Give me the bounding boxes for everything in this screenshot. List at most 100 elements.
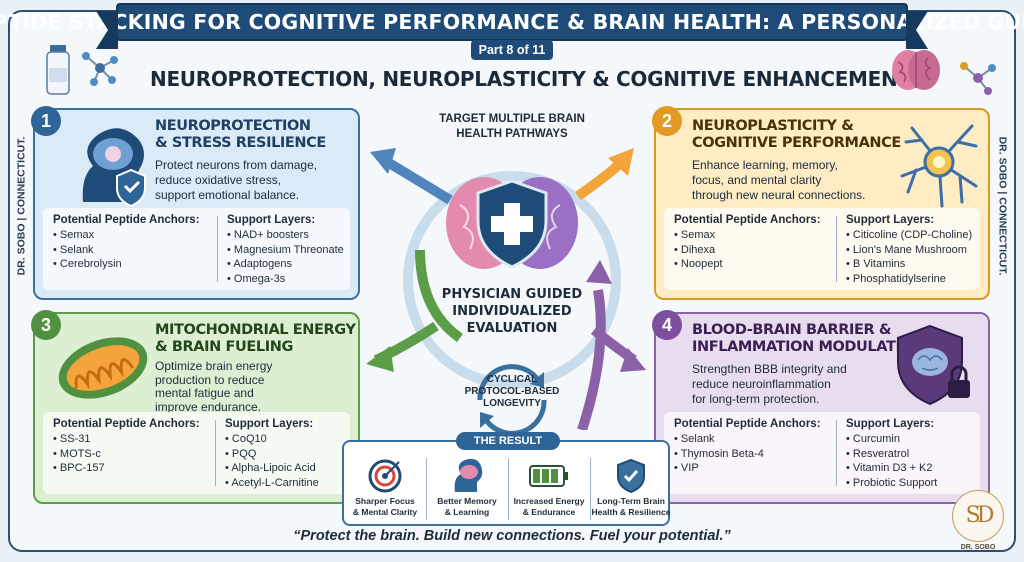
card-desc-line: reduce oxidative stress, (155, 173, 282, 187)
support-item: Resveratrol (846, 447, 937, 462)
anchor-item: Semax (674, 228, 821, 243)
anchor-item: Thymosin Beta-4 (674, 447, 821, 462)
card-desc-line: production to reduce (155, 372, 265, 387)
pathways-heading: TARGET MULTIPLE BRAIN HEALTH PATHWAYS (439, 113, 585, 140)
logo-name: DR. SOBO (960, 544, 996, 551)
card-desc-line: Protect neurons from damage, (155, 158, 318, 172)
support-item: Omega-3s (227, 272, 344, 287)
result-text: & Endurance (522, 506, 576, 517)
logo-monogram: SD (965, 503, 995, 528)
closing-quote: “Protect the brain. Build new connection… (293, 528, 731, 544)
card-desc-line: Enhance learning, memory, (692, 158, 838, 172)
main-title: PEPTIDE STACKING FOR COGNITIVE PERFORMAN… (0, 10, 1024, 34)
support-heading: Support Layers: (846, 214, 935, 226)
card-desc-line: reduce neuroinflammation (692, 377, 831, 391)
support-item: B Vitamins (846, 257, 972, 272)
card-title-line2: & STRESS RESILIENCE (155, 135, 326, 151)
main-title-banner: PEPTIDE STACKING FOR COGNITIVE PERFORMAN… (0, 3, 1024, 49)
result-text: Increased Energy (513, 496, 585, 506)
vial-icon (46, 45, 70, 95)
support-item: Adaptogens (227, 257, 344, 272)
section-subtitle: NEUROPROTECTION, NEUROPLASTICITY & COGNI… (150, 67, 911, 91)
support-item: Magnesium Threonate (227, 243, 344, 258)
card-desc-line: support emotional balance. (155, 188, 300, 202)
card-desc-line: Optimize brain energy (155, 359, 273, 373)
anchor-item: Selank (674, 432, 821, 447)
brain-icon (892, 50, 940, 90)
evaluation-text: PHYSICIAN GUIDED INDIVIDUALIZED EVALUATI… (441, 287, 583, 336)
neuron-icon (900, 124, 978, 208)
card-neuroplasticity: 2 NEUROPLASTICITY &COGNITIVE PERFORMANCE… (652, 106, 990, 300)
result-panel: THE RESULT Sharper Focus& Mental Clarity… (342, 432, 672, 526)
anchor-item: Selank (53, 243, 200, 258)
anchor-item: Dihexa (674, 243, 821, 258)
result-text: & Learning (444, 506, 490, 517)
support-item: Acetyl-L-Carnitine (225, 476, 318, 491)
result-text: & Mental Clarity (352, 506, 418, 517)
anchor-item: Noopept (674, 257, 821, 272)
card-details: Potential Peptide Anchors: Semax Dihexa … (664, 208, 980, 290)
brain-icon (454, 458, 483, 492)
support-heading: Support Layers: (846, 418, 935, 430)
card-number: 1 (31, 106, 61, 136)
support-heading: Support Layers: (227, 214, 316, 226)
result-text: Better Memory (437, 496, 497, 506)
anchor-item: BPC-157 (53, 461, 200, 476)
brain-shield-icon (446, 177, 578, 269)
card-mitochondrial-energy: 3 MITOCHONDRIAL ENERGY& BRAIN FUELING Op… (31, 310, 360, 504)
card-blood-brain-barrier: 4 BLOOD-BRAIN BARRIER &INFLAMMATION MODU… (652, 310, 990, 504)
cycle-arrows-icon (477, 364, 547, 436)
card-number: 3 (31, 310, 61, 340)
card-title-line1: BLOOD-BRAIN BARRIER & (692, 322, 892, 338)
support-item: Alpha-Lipoic Acid (225, 461, 319, 476)
anchors-heading: Potential Peptide Anchors: (53, 418, 200, 430)
brain-shield-icon (82, 128, 146, 208)
support-item: CoQ10 (225, 432, 319, 447)
support-item: Probiotic Support (846, 476, 937, 491)
card-title-line1: NEUROPROTECTION (155, 118, 311, 134)
card-details: Potential Peptide Anchors: Semax Selank … (43, 208, 350, 290)
card-title-line2: COGNITIVE PERFORMANCE (692, 135, 901, 151)
part-badge: Part 8 of 11 (471, 40, 553, 60)
card-desc-line: for long-term protection. (692, 392, 820, 406)
mitochondria-icon (58, 337, 148, 399)
anchors-heading: Potential Peptide Anchors: (53, 214, 200, 226)
result-item: Better Memory& Learning (426, 458, 508, 517)
pathway-arrows (366, 148, 646, 430)
card-title-line2: & BRAIN FUELING (155, 339, 293, 355)
anchor-item: Semax (53, 228, 200, 243)
card-details: Potential Peptide Anchors: SS-31 MOTS-c … (43, 412, 350, 494)
card-details: Potential Peptide Anchors: Selank Thymos… (664, 412, 980, 494)
result-item: Increased Energy& Endurance (508, 458, 590, 517)
support-heading: Support Layers: (225, 418, 314, 430)
molecule-icon (82, 52, 118, 86)
card-number: 2 (652, 106, 682, 136)
side-credit-right: DR. SOBO | CONNECTICUT. (996, 136, 1009, 276)
result-label: THE RESULT (456, 432, 560, 450)
shield-lock-icon (897, 324, 970, 406)
anchor-item: SS-31 (53, 432, 200, 447)
card-desc-line: focus, and mental clarity (692, 173, 822, 187)
shield-icon (617, 458, 645, 494)
result-text: Health & Resilience (591, 506, 671, 517)
anchor-item: MOTS-c (53, 447, 200, 462)
anchors-heading: Potential Peptide Anchors: (674, 214, 821, 226)
result-text: Sharper Focus (355, 496, 415, 506)
card-title-line1: MITOCHONDRIAL ENERGY (155, 322, 356, 338)
molecule-icon (960, 62, 996, 95)
card-neuroprotection: 1 NEUROPROTECTION& STRESS RESILIENCE Pro… (31, 106, 360, 300)
anchor-item: Cerebrolysin (53, 257, 200, 272)
card-desc-line: Strengthen BBB integrity and (692, 362, 847, 376)
battery-icon (529, 465, 568, 487)
support-item: Phosphatidylserine (846, 272, 972, 287)
card-desc-line: through new neural connections. (692, 188, 866, 202)
card-desc-line: mental fatigue and (155, 386, 254, 400)
support-item: Citicoline (CDP-Choline) (846, 228, 972, 243)
dr-sobo-logo: SD DR. SOBO (948, 488, 1012, 552)
result-item: Sharper Focus& Mental Clarity (344, 458, 426, 517)
result-text: Long-Term Brain (597, 496, 665, 506)
card-number: 4 (652, 310, 682, 340)
cyclical-protocol-text: CYCLICAL PROTOCOL-BASED LONGEVITY (464, 374, 560, 409)
card-title-line2: INFLAMMATION MODULATION (692, 339, 925, 355)
